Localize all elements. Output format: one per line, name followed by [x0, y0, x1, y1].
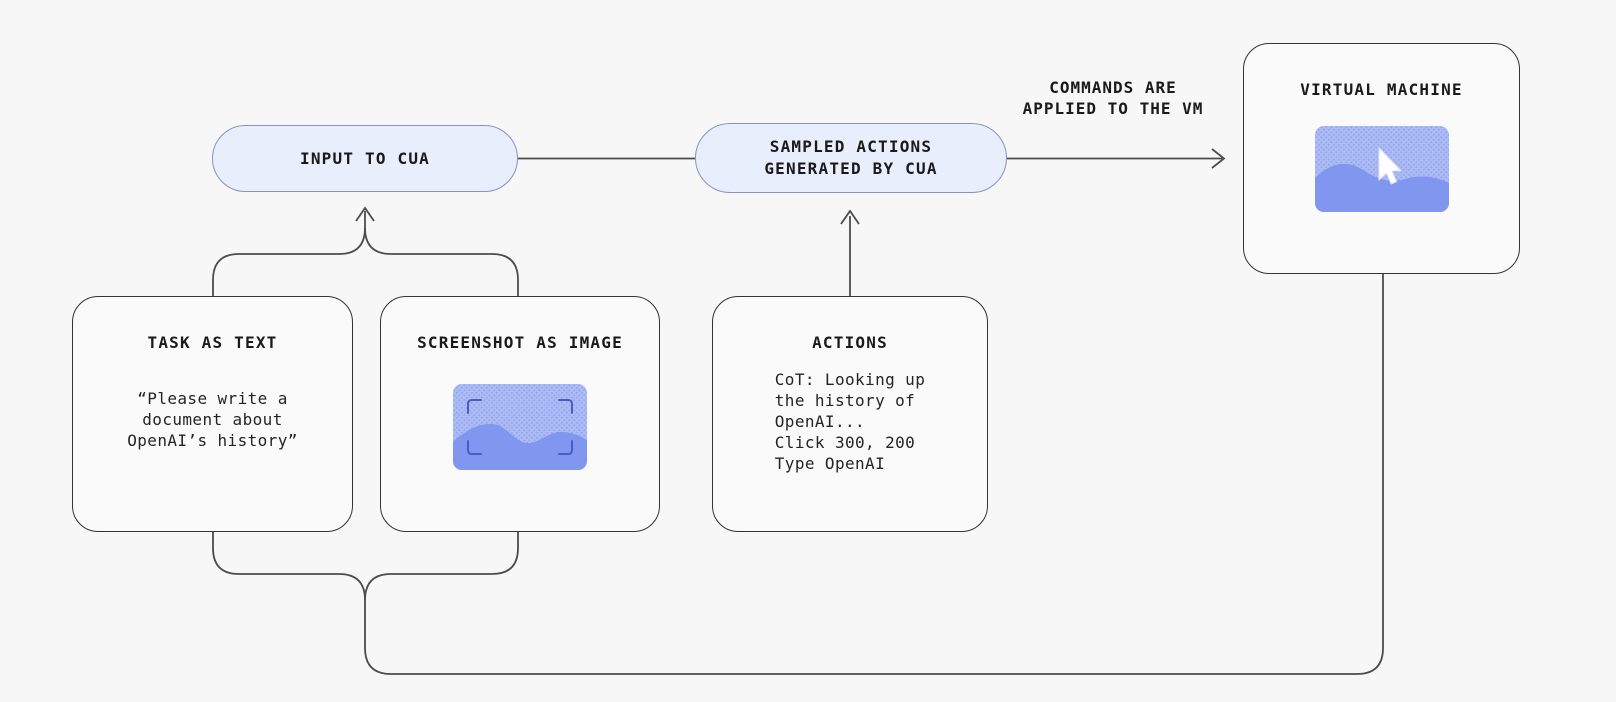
- cursor-icon: [1378, 146, 1402, 185]
- edge-loop-left: [212, 532, 366, 601]
- sampled-actions-label: SAMPLED ACTIONS GENERATED BY CUA: [764, 137, 938, 178]
- arrowhead-right-icon: [1211, 148, 1226, 169]
- task-as-text-title: TASK AS TEXT: [147, 333, 278, 352]
- node-actions: ACTIONS CoT: Looking up the history of O…: [712, 296, 988, 532]
- edge-loop-right: [364, 532, 519, 601]
- node-task-as-text: TASK AS TEXT “Please write a document ab…: [72, 296, 353, 532]
- node-screenshot-as-image: SCREENSHOT AS IMAGE: [380, 296, 660, 532]
- actions-body: CoT: Looking up the history of OpenAI...…: [774, 370, 926, 473]
- node-input-to-cua: INPUT TO CUA: [212, 125, 518, 192]
- commands-applied-label: COMMANDS ARE APPLIED TO THE VM: [1022, 78, 1204, 118]
- task-as-text-body: “Please write a document about OpenAI’s …: [127, 389, 298, 450]
- edge-merge-to-input-right: [364, 227, 519, 296]
- vm-screen-thumbnail-icon: [1314, 126, 1449, 212]
- input-to-cua-label: INPUT TO CUA: [300, 148, 430, 168]
- viewfinder-brackets-icon: [467, 399, 573, 455]
- screenshot-thumbnail-icon: [453, 384, 587, 470]
- arrowhead-up-icon: [840, 209, 860, 225]
- wave-shape: [453, 424, 587, 470]
- node-virtual-machine: VIRTUAL MACHINE: [1243, 43, 1520, 274]
- node-sampled-actions: SAMPLED ACTIONS GENERATED BY CUA: [695, 123, 1007, 193]
- virtual-machine-title: VIRTUAL MACHINE: [1300, 80, 1463, 99]
- arrowhead-up-icon: [355, 206, 375, 222]
- edge-merge-to-input-left: [212, 227, 366, 296]
- screenshot-as-image-title: SCREENSHOT AS IMAGE: [417, 333, 623, 352]
- wave-shape: [1314, 163, 1449, 212]
- actions-title: ACTIONS: [812, 333, 888, 352]
